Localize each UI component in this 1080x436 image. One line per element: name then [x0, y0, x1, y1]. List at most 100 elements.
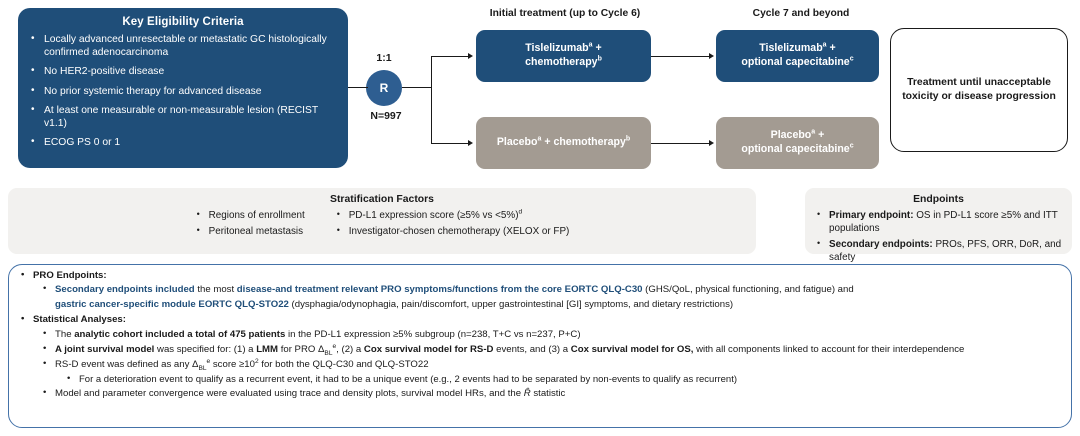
- stat1-plain-2: in the PD-L1 expression ≥5% subgroup (n=…: [285, 328, 581, 340]
- stat-analytic-cohort: The analytic cohort included a total of …: [17, 328, 1063, 342]
- connector-split-to-active: [431, 56, 469, 58]
- connector-r-to-split: [402, 87, 432, 89]
- arm-cycle7-active-plus: +: [826, 42, 836, 55]
- arrow-to-active-cycle7: [709, 53, 714, 59]
- stratification-item: Regions of enrollment: [195, 209, 305, 223]
- arrow-to-control-cycle7: [709, 140, 714, 146]
- statistical-analyses-heading: Statistical Analyses:: [17, 313, 1063, 326]
- eligibility-item: No prior systemic therapy for advanced d…: [28, 85, 338, 99]
- primary-endpoint-text: OS in PD-L1 score ≥5% and ITT population…: [829, 210, 1058, 234]
- arrow-to-control-initial: [468, 140, 473, 146]
- arm-initial-active-chemo: chemotherapy: [525, 56, 598, 68]
- delta-subscript-bl: BL: [324, 349, 333, 357]
- stat2-plain-4: events, and (3) a: [493, 343, 571, 355]
- stat4-plain-1: Model and parameter convergence were eva…: [55, 388, 524, 400]
- stat-convergence: Model and parameter convergence were eva…: [17, 387, 1063, 401]
- initial-treatment-header: Initial treatment (up to Cycle 6): [489, 8, 641, 19]
- stratification-item: PD-L1 expression score (≥5% vs <5%)d: [335, 208, 570, 223]
- delta-subscript-bl: BL: [198, 364, 207, 372]
- stat2-plain-1: was specified for: (1) a: [154, 343, 257, 355]
- endpoints-list: Primary endpoint: OS in PD-L1 score ≥5% …: [815, 209, 1062, 265]
- pro-blue-sto22: gastric cancer-specific module EORTC QLQ…: [55, 299, 289, 311]
- treatment-duration-line1: Treatment until unacceptable: [907, 76, 1051, 88]
- arm-cycle7-active-drug: Tislelizumab: [759, 42, 823, 55]
- arm-initial-active-plus: +: [592, 42, 602, 55]
- secondary-endpoint-label: Secondary endpoints:: [829, 239, 933, 251]
- secondary-endpoint-item: Secondary endpoints: PROs, PFS, ORR, DoR…: [815, 238, 1062, 265]
- treatment-duration-line2: toxicity or disease progression: [902, 91, 1056, 102]
- arm-cycle7-active-cape: optional capecitabine: [741, 56, 850, 68]
- stat2-bold-os: Cox survival model for OS,: [570, 343, 694, 355]
- arm-initial-active-drug: Tislelizumab: [525, 42, 589, 55]
- pro-plain-1: the most: [194, 284, 237, 296]
- stratification-pdl1-text: PD-L1 expression score (≥5% vs <5%): [348, 210, 519, 221]
- connector-eligibility-to-r: [348, 87, 368, 89]
- eligibility-item: Locally advanced unresectable or metasta…: [28, 33, 338, 60]
- details-panel: PRO Endpoints: Secondary endpoints inclu…: [8, 264, 1072, 428]
- pro-plain-2: (GHS/QoL, physical functioning, and fati…: [642, 284, 854, 296]
- stat3-plain-1: RS-D event was defined as any Δ: [55, 358, 199, 370]
- footnote-marker-b: b: [625, 135, 631, 143]
- connector-split-to-control: [431, 143, 469, 145]
- cycle7-header: Cycle 7 and beyond: [752, 8, 850, 19]
- footnote-marker-a: a: [822, 41, 827, 49]
- secondary-endpoint-text: PROs, PFS, ORR, DoR, and safety: [829, 239, 1062, 264]
- stat-rsd-definition: RS-D event was defined as any ΔBLe score…: [17, 357, 1063, 372]
- stat1-plain-1: The: [55, 328, 75, 340]
- endpoints-title: Endpoints: [913, 194, 964, 205]
- arm-cycle7-active: Tislelizumaba + optional capecitabinec: [716, 30, 879, 82]
- arm-cycle7-control-cape: optional capecitabine: [741, 143, 850, 155]
- stat-joint-survival-model: A joint survival model was specified for…: [17, 342, 1063, 357]
- arm-initial-control: Placeboa + chemotherapyb: [476, 117, 651, 169]
- arm-initial-active: Tislelizumaba + chemotherapyb: [476, 30, 651, 82]
- arm-initial-control-chemo: + chemotherapy: [541, 136, 626, 149]
- arm-cycle7-control: Placeboa + optional capecitabinec: [716, 117, 879, 169]
- stat1-bold: analytic cohort included a total of 475 …: [74, 328, 286, 340]
- stratification-columns: Regions of enrollment Peritoneal metasta…: [18, 208, 746, 243]
- stat4-plain-2: statistic: [530, 388, 566, 400]
- pro-blue-lead: Secondary endpoints included: [55, 284, 195, 296]
- pro-endpoints-detail: Secondary endpoints included the most di…: [17, 283, 1063, 297]
- connector-control-initial-to-cycle7: [650, 143, 710, 145]
- footnote-marker-e: e: [332, 342, 337, 350]
- eligibility-item: No HER2-positive disease: [28, 65, 338, 79]
- arrow-to-active-initial: [468, 53, 473, 59]
- randomization-node: R: [366, 70, 402, 106]
- footnote-marker-d: d: [518, 208, 523, 216]
- arm-cycle7-control-plus: +: [815, 129, 825, 142]
- stat2-plain-5: with all components linked to account fo…: [693, 343, 965, 355]
- eligibility-criteria-box: Key Eligibility Criteria Locally advance…: [18, 8, 348, 168]
- primary-endpoint-item: Primary endpoint: OS in PD-L1 score ≥5% …: [815, 209, 1062, 236]
- stat2-plain-2: for PRO Δ: [278, 343, 325, 355]
- arm-cycle7-control-drug: Placebo: [770, 129, 812, 142]
- footnote-marker-e: e: [206, 357, 211, 365]
- arm-initial-control-drug: Placebo: [496, 136, 538, 149]
- stratification-title: Stratification Factors: [330, 194, 434, 205]
- eligibility-item: At least one measurable or non-measurabl…: [28, 104, 338, 131]
- stratification-item: Peritoneal metastasis: [195, 225, 305, 239]
- exponent-two: 2: [254, 357, 259, 365]
- footnote-marker-a: a: [537, 135, 542, 143]
- pro-endpoints-heading: PRO Endpoints:: [17, 269, 1063, 282]
- stat3-plain-3: for both the QLQ-C30 and QLQ-STO22: [258, 358, 429, 370]
- footnote-marker-a: a: [588, 41, 593, 49]
- stat3-plain-2: score ≥10: [210, 358, 255, 370]
- footnote-marker-c: c: [849, 55, 854, 63]
- stratification-panel: Stratification Factors Regions of enroll…: [8, 188, 756, 254]
- footnote-marker-a: a: [811, 128, 816, 136]
- stat2-bold-lmm: LMM: [256, 343, 279, 355]
- footnote-marker-b: b: [597, 55, 602, 63]
- eligibility-item: ECOG PS 0 or 1: [28, 136, 338, 150]
- r-hat-symbol: R̂: [523, 388, 531, 400]
- primary-endpoint-label: Primary endpoint:: [829, 210, 914, 221]
- endpoints-panel: Endpoints Primary endpoint: OS in PD-L1 …: [805, 188, 1072, 263]
- eligibility-list: Locally advanced unresectable or metasta…: [28, 33, 338, 150]
- stat2-bold-rsd: Cox survival model for RS-D: [363, 343, 494, 355]
- pro-endpoints-detail-cont: gastric cancer-specific module EORTC QLQ…: [17, 299, 1063, 312]
- pro-plain-3: (dysphagia/odynophagia, pain/discomfort,…: [288, 299, 734, 311]
- connector-active-initial-to-cycle7: [650, 56, 710, 58]
- randomization-ratio: 1:1: [376, 52, 392, 64]
- stat2-bold-1: A joint survival model: [55, 343, 155, 355]
- treatment-duration-box: Treatment until unacceptable toxicity or…: [890, 28, 1068, 152]
